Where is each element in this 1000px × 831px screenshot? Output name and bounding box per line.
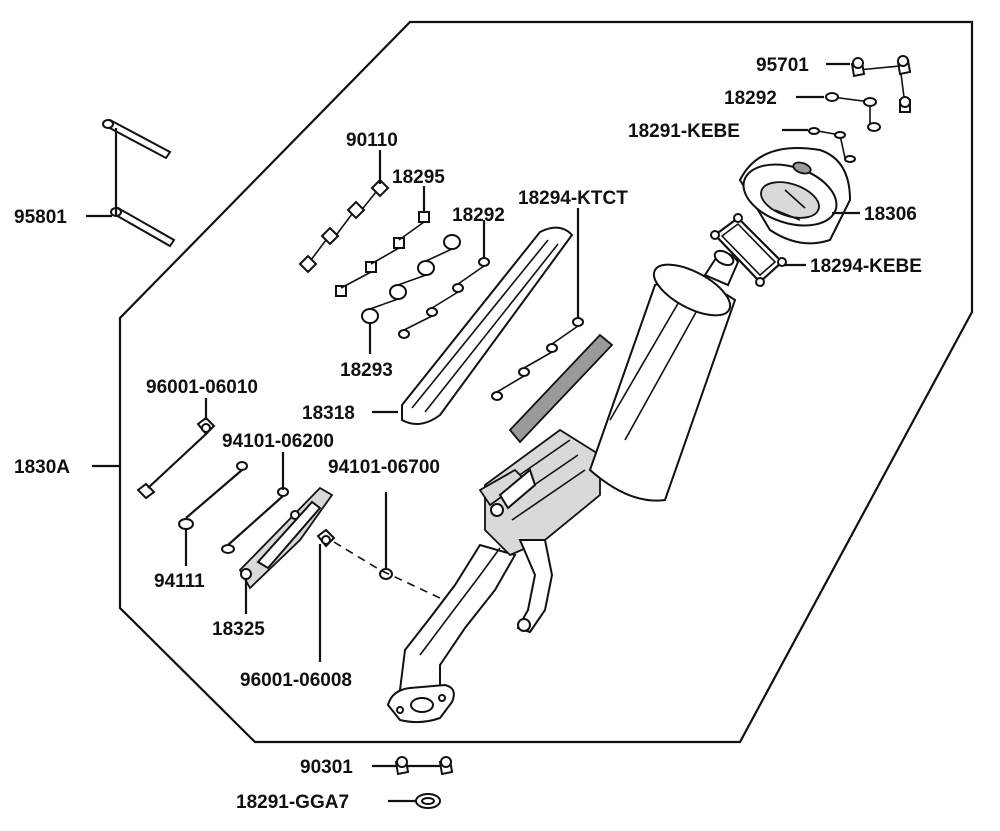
label-90301: 90301 <box>300 757 353 778</box>
endcap-hardware <box>808 55 912 163</box>
label-18293: 18293 <box>340 360 393 381</box>
label-18306: 18306 <box>864 204 917 225</box>
label-18295: 18295 <box>392 167 445 188</box>
label-95701: 95701 <box>756 55 809 76</box>
assembly-outline <box>118 20 974 744</box>
label-18292-mid: 18292 <box>452 205 505 226</box>
label-94111: 94111 <box>154 571 205 592</box>
label-96001-06008: 96001-06008 <box>240 670 352 691</box>
label-18325: 18325 <box>212 619 265 640</box>
label-18294-ktct: 18294-KTCT <box>518 188 628 209</box>
bottom-hardware <box>394 756 454 809</box>
label-96001-06010: 96001-06010 <box>146 377 258 398</box>
label-18292-top: 18292 <box>724 88 777 109</box>
heat-shield-18318 <box>401 226 574 425</box>
muffler-assembly <box>386 249 740 724</box>
end-cap-18306 <box>738 147 852 245</box>
label-18291-gga7: 18291-GGA7 <box>236 792 349 813</box>
label-94101-06700: 94101-06700 <box>328 457 440 478</box>
label-95801: 95801 <box>14 207 67 228</box>
label-1830a: 1830A <box>14 457 70 478</box>
label-94101-06200: 94101-06200 <box>222 431 334 452</box>
label-18291-kebe: 18291-KEBE <box>628 121 740 142</box>
bracket-hardware <box>136 416 441 599</box>
part-labels: 95701 18292 18291-KEBE 18306 18294-KEBE … <box>14 55 922 813</box>
label-18318: 18318 <box>302 403 355 424</box>
shield-hardware <box>298 178 584 401</box>
bolt-95801 <box>102 118 176 248</box>
leader-lines <box>86 62 860 803</box>
label-90110: 90110 <box>346 130 398 151</box>
label-18294-kebe: 18294-KEBE <box>810 256 922 277</box>
